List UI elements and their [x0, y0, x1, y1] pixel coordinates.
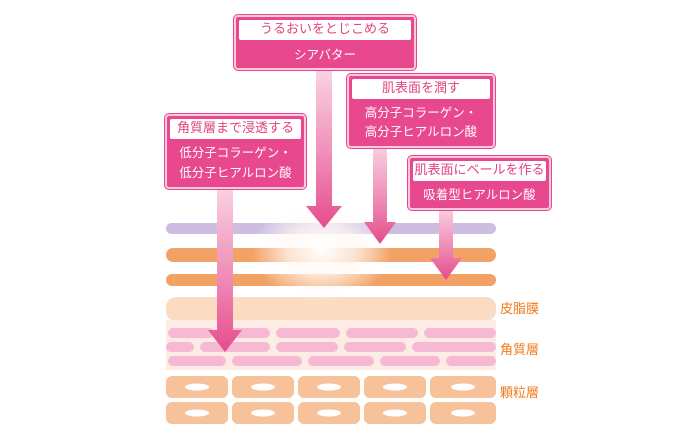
sebum-membrane-label: 皮脂膜 [500, 302, 540, 317]
penetrate-box: 角質層まで浸透する 低分子コラーゲン・ 低分子ヒアルロン酸 [165, 114, 306, 189]
light-glow [252, 198, 392, 302]
arrow-adsorptive [430, 206, 462, 280]
granular-cells [166, 376, 496, 424]
arrow-high-molecular [364, 144, 396, 244]
granular-layer-label: 顆粒層 [500, 386, 540, 401]
moisture-ingredient: シアバター [293, 47, 356, 62]
moisture-heading: うるおいをとじこめる [239, 20, 411, 40]
arrow-low-molecular [208, 186, 242, 352]
penetrate-ingredient-2: 低分子ヒアルロン酸 [179, 165, 292, 180]
surface-veil-heading: 肌表面にベールを作る [413, 161, 546, 181]
stratum-corneum-label: 角質層 [500, 343, 540, 358]
surface-moisturize-box: 肌表面を潤す 高分子コラーゲン・ 高分子ヒアルロン酸 [347, 74, 495, 148]
surface-ingredient-2: 高分子ヒアルロン酸 [364, 124, 478, 139]
arrow-shea-butter [306, 70, 342, 228]
surface-veil-box: 肌表面にベールを作る 吸着型ヒアルロン酸 [408, 156, 551, 210]
surface-moisturize-heading: 肌表面を潤す [352, 79, 490, 99]
penetrate-ingredient-1: 低分子コラーゲン・ [179, 145, 292, 160]
moisture-box: うるおいをとじこめる シアバター [234, 15, 416, 70]
penetrate-heading: 角質層まで浸透する [170, 119, 301, 139]
veil-ingredient: 吸着型ヒアルロン酸 [423, 187, 536, 202]
surface-ingredient-1: 高分子コラーゲン・ [364, 105, 478, 120]
sebum-membrane-band [166, 297, 496, 321]
